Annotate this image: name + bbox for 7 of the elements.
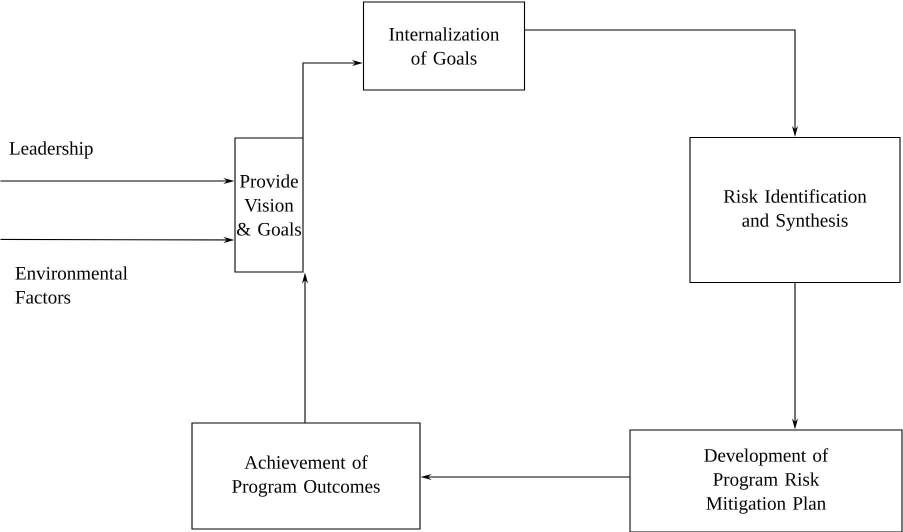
process-box: Risk Identification and Synthesis — [689, 136, 901, 284]
input-label: Environmental Factors — [16, 266, 128, 304]
process-box: Achievement of Program Outcomes — [191, 422, 421, 530]
process-box: Internalization of Goals — [362, 1, 526, 91]
input-label: Leadership — [10, 141, 93, 159]
process-box: Development of Program Risk Mitigation Plan — [629, 429, 903, 532]
process-box: Provide Vision & Goals — [234, 137, 304, 273]
